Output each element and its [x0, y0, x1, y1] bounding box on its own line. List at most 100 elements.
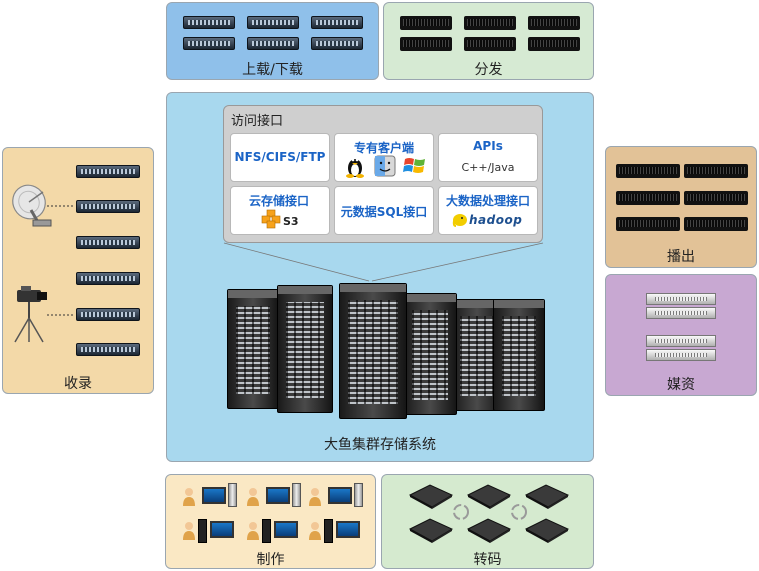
api-metadata-sql: 元数据SQL接口: [334, 186, 434, 235]
server-cabinet-icon: [493, 299, 545, 411]
server-cabinet-icon: [227, 289, 279, 409]
media-asset-label: 媒资: [667, 377, 695, 393]
server-icon: [528, 37, 580, 51]
server-icon: [247, 37, 299, 50]
server-icon: [76, 236, 140, 249]
computer-tower-icon: [324, 519, 333, 543]
transcoder-box-icon: [524, 518, 570, 543]
server-icon: [684, 217, 748, 231]
access-interface-title: 访问接口: [231, 114, 284, 129]
production-panel: 制作: [165, 474, 376, 569]
api-nfs-cifs-ftp: NFS/CIFS/FTP: [230, 133, 330, 182]
server-cabinet-icon: [277, 285, 333, 413]
computer-tower-icon: [262, 519, 271, 543]
interface-funnel-lines: [223, 242, 544, 282]
server-icon: [464, 37, 516, 51]
recycle-icon: [453, 504, 469, 520]
server-icon: [76, 272, 140, 285]
satellite-dish-icon: [12, 184, 52, 227]
computer-tower-icon: [198, 519, 207, 543]
recycle-icon: [511, 504, 527, 520]
server-icon: [311, 37, 363, 50]
api-private-client: 专有客户端: [334, 133, 434, 182]
server-icon: [528, 16, 580, 30]
server-icon: [76, 308, 140, 321]
server-icon: [400, 37, 452, 51]
ingest-label: 收录: [64, 376, 92, 392]
transcoder-box-icon: [466, 484, 512, 509]
user-icon: [182, 487, 196, 506]
api-apis-languages: C++/Java: [461, 161, 515, 174]
transcode-panel: 转码: [381, 474, 594, 569]
transcoder-box-icon: [466, 518, 512, 543]
monitor-icon: [210, 521, 234, 538]
computer-tower-icon: [354, 483, 363, 507]
server-icon: [684, 191, 748, 205]
user-icon: [308, 487, 322, 506]
distribute-label: 分发: [474, 62, 503, 78]
user-icon: [182, 521, 196, 540]
api-nfs-cifs-ftp-title: NFS/CIFS/FTP: [234, 150, 326, 164]
server-cabinet-icon: [403, 293, 457, 415]
transcoder-box-icon: [524, 484, 570, 509]
server-icon: [76, 343, 140, 356]
server-cabinet-icon: [339, 283, 407, 419]
storage-system-panel: 访问接口 NFS/CIFS/FTP 专有客户端: [166, 92, 594, 462]
server-icon: [646, 335, 716, 347]
api-big-data-title: 大数据处理接口: [445, 194, 530, 208]
api-apis: APIs C++/Java: [438, 133, 538, 182]
ingest-panel: 收录: [2, 147, 154, 394]
aws-s3-cubes-icon: [261, 209, 281, 229]
server-icon: [464, 16, 516, 30]
hadoop-elephant-icon: [452, 214, 467, 227]
user-icon: [308, 521, 322, 540]
server-icon: [684, 164, 748, 178]
server-icon: [616, 191, 680, 205]
transcoder-box-icon: [408, 518, 454, 543]
computer-tower-icon: [228, 483, 237, 507]
user-icon: [246, 487, 260, 506]
windows-icon: [403, 158, 425, 173]
monitor-icon: [266, 487, 290, 504]
linux-icon: [346, 158, 364, 178]
server-icon: [76, 200, 140, 213]
video-camera-icon: [14, 286, 47, 343]
server-icon: [616, 164, 680, 178]
user-icon: [246, 521, 260, 540]
server-icon: [76, 165, 140, 178]
upload-download-panel: 上载/下载: [166, 2, 379, 80]
api-big-data: 大数据处理接口 hadoop: [438, 186, 538, 235]
computer-tower-icon: [292, 483, 301, 507]
server-icon: [183, 37, 235, 50]
upload-download-label: 上载/下载: [242, 62, 303, 78]
api-private-client-title: 专有客户端: [353, 141, 414, 155]
server-icon: [646, 349, 716, 361]
monitor-icon: [336, 521, 360, 538]
api-apis-title: APIs: [473, 139, 503, 153]
server-icon: [183, 16, 235, 29]
api-cloud-storage-title: 云存储接口: [249, 194, 310, 208]
monitor-icon: [328, 487, 352, 504]
distribute-panel: 分发: [383, 2, 594, 80]
storage-system-label: 大鱼集群存储系统: [324, 437, 436, 453]
playout-label: 播出: [667, 249, 695, 265]
monitor-icon: [274, 521, 298, 538]
access-interface-box: 访问接口 NFS/CIFS/FTP 专有客户端: [223, 105, 543, 243]
server-icon: [646, 307, 716, 319]
production-label: 制作: [256, 552, 285, 568]
media-asset-panel: 媒资: [605, 274, 757, 396]
ingest-connector-lines: [47, 205, 75, 316]
mac-finder-icon: [374, 155, 396, 177]
playout-panel: 播出: [605, 146, 757, 268]
api-cloud-storage: 云存储接口 S3: [230, 186, 330, 235]
hadoop-logo-text: hadoop: [469, 213, 523, 227]
transcode-label: 转码: [473, 552, 502, 568]
server-icon: [646, 293, 716, 305]
server-icon: [311, 16, 363, 29]
transcoder-box-icon: [408, 484, 454, 509]
api-metadata-sql-title: 元数据SQL接口: [340, 205, 428, 219]
monitor-icon: [202, 487, 226, 504]
server-icon: [616, 217, 680, 231]
server-icon: [400, 16, 452, 30]
server-icon: [247, 16, 299, 29]
